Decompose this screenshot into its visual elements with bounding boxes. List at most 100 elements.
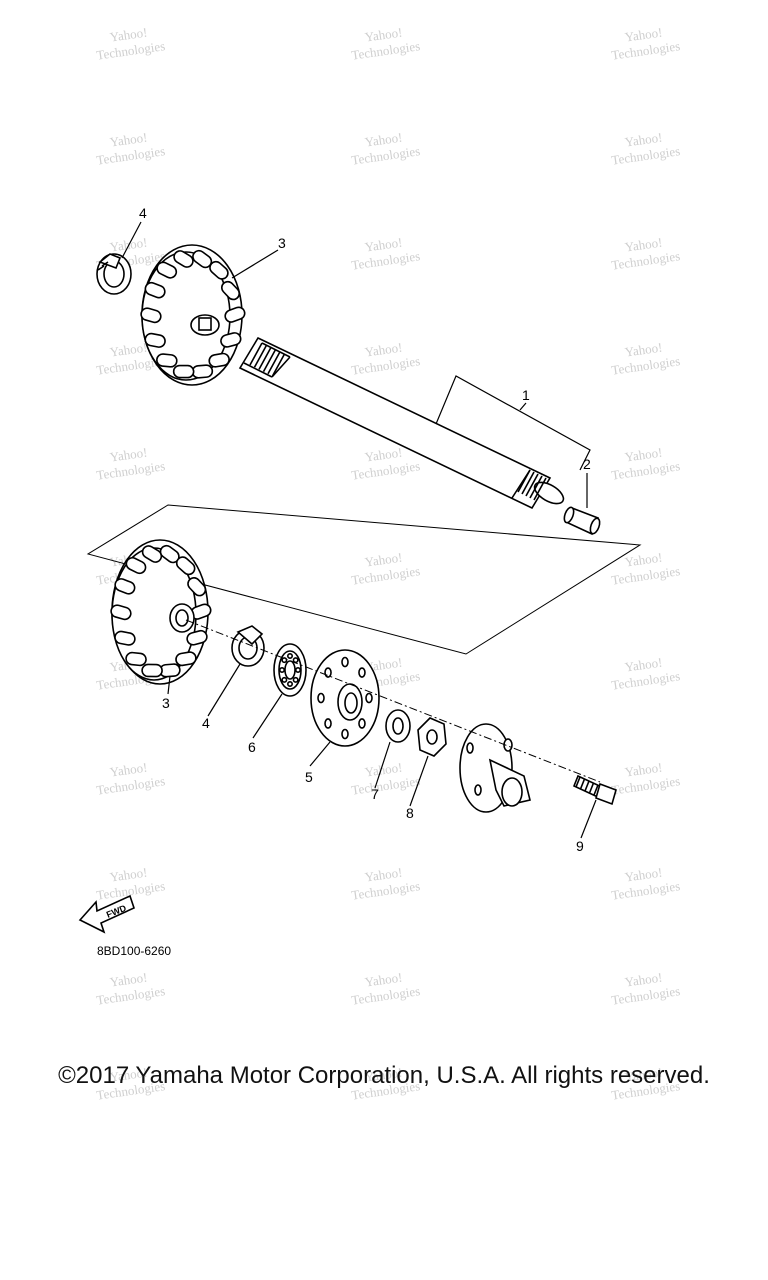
bolt-thread [579, 778, 586, 790]
callout-4-top: 4 [139, 205, 147, 221]
bearing-ball [294, 666, 301, 673]
watermark: Yahoo!Technologies [350, 130, 421, 168]
watermark-line1: Yahoo! [364, 25, 403, 45]
callout-7: 7 [371, 786, 379, 802]
watermark-line2: Technologies [95, 143, 166, 167]
assembly-outline [86, 504, 642, 655]
sprocket-tooth [144, 332, 166, 348]
bearing-ball [292, 676, 299, 683]
flange-hole [341, 656, 349, 668]
sprocket-tooth [173, 250, 194, 268]
watermark: Yahoo!Technologies [610, 550, 681, 588]
watermark-line1: Yahoo! [364, 130, 403, 150]
watermark-line2: Technologies [610, 38, 681, 62]
sprocket-tooth [114, 630, 136, 646]
watermark-line1: Yahoo! [364, 970, 403, 990]
watermark-line2: Technologies [350, 458, 421, 482]
watermark-line1: Yahoo! [109, 1065, 148, 1085]
shaft-spline [271, 353, 286, 377]
bearing-ball [281, 676, 288, 683]
bearing-ball [278, 666, 285, 673]
callout-bracket [435, 375, 591, 508]
sprocket-tooth [208, 352, 230, 368]
shaft-spline [249, 342, 263, 366]
watermark: Yahoo!Technologies [95, 970, 166, 1008]
watermark-line1: Yahoo! [109, 130, 148, 150]
lower-clamp [231, 625, 265, 667]
flange-hole [341, 728, 349, 740]
sprocket-tooth [125, 651, 147, 667]
hex-bolt [572, 774, 617, 806]
sprocket-tooth [156, 353, 178, 368]
callout-1: 1 [522, 387, 530, 403]
sprocket-tooth [156, 261, 178, 279]
callout-9: 9 [576, 838, 584, 854]
assembly-axis [185, 619, 601, 783]
watermark-line1: Yahoo! [624, 445, 663, 465]
callout-8: 8 [406, 805, 414, 821]
bearing [273, 643, 307, 697]
watermark: Yahoo!Technologies [350, 760, 421, 798]
watermark-line1: Yahoo! [624, 655, 663, 675]
fwd-arrow-icon: FWD [78, 894, 135, 934]
sprocket-tooth [141, 663, 163, 678]
watermark-line2: Technologies [350, 773, 421, 797]
flange-hole [358, 667, 366, 678]
watermark: Yahoo!Technologies [610, 235, 681, 273]
watermark-line2: Technologies [610, 773, 681, 797]
watermark-line1: Yahoo! [364, 1065, 403, 1085]
callout-2: 2 [583, 456, 591, 472]
sprocket-tooth [141, 545, 163, 563]
watermark: Yahoo!Technologies [95, 130, 166, 168]
flange-hole [365, 692, 373, 704]
watermark: Yahoo!Technologies [610, 760, 681, 798]
shaft-spline [529, 475, 543, 499]
sprocket-tooth [191, 364, 214, 379]
watermark: Yahoo!Technologies [610, 445, 681, 483]
watermark-line2: Technologies [350, 38, 421, 62]
watermark-line1: Yahoo! [364, 340, 403, 360]
sprocket-tooth [125, 556, 147, 575]
sprocket-tooth [175, 651, 197, 667]
watermark-line1: Yahoo! [624, 865, 663, 885]
watermark-line1: Yahoo! [364, 235, 403, 255]
watermark: Yahoo!Technologies [350, 25, 421, 63]
bolt-thread [575, 776, 581, 788]
callout-6: 6 [248, 739, 256, 755]
bearing-ball [286, 652, 293, 659]
bearing-ball [286, 680, 293, 687]
shaft-spline [525, 473, 539, 497]
upper-clamp [96, 253, 132, 295]
washer [385, 709, 411, 743]
watermark-line1: Yahoo! [624, 1065, 663, 1085]
callout-3-top: 3 [278, 235, 286, 251]
shaft-spline [517, 469, 531, 493]
shaft-spline [533, 477, 547, 501]
watermark-line2: Technologies [350, 143, 421, 167]
watermark-line1: Yahoo! [624, 970, 663, 990]
watermark-line2: Technologies [610, 458, 681, 482]
hex-nut [417, 717, 447, 757]
watermark-line2: Technologies [610, 878, 681, 902]
watermark: Yahoo!Technologies [350, 550, 421, 588]
watermark-line1: Yahoo! [364, 550, 403, 570]
watermark: Yahoo!Technologies [95, 445, 166, 483]
callout-3-bottom: 3 [162, 695, 170, 711]
watermark-line2: Technologies [350, 878, 421, 902]
watermark-line2: Technologies [95, 983, 166, 1007]
flange-hole [324, 667, 332, 678]
shaft-spline [521, 471, 535, 495]
watermark: Yahoo!Technologies [350, 970, 421, 1008]
watermark-line1: Yahoo! [364, 655, 403, 675]
drive-shaft [238, 336, 565, 510]
watermark-line2: Technologies [350, 983, 421, 1007]
watermark-line1: Yahoo! [109, 445, 148, 465]
watermark-line1: Yahoo! [109, 760, 148, 780]
flange-plate [310, 649, 380, 747]
bolt-thread [584, 780, 590, 792]
watermark-line1: Yahoo! [109, 340, 148, 360]
watermark-line2: Technologies [95, 38, 166, 62]
sprocket-tooth [187, 576, 207, 597]
watermark-line2: Technologies [610, 248, 681, 272]
